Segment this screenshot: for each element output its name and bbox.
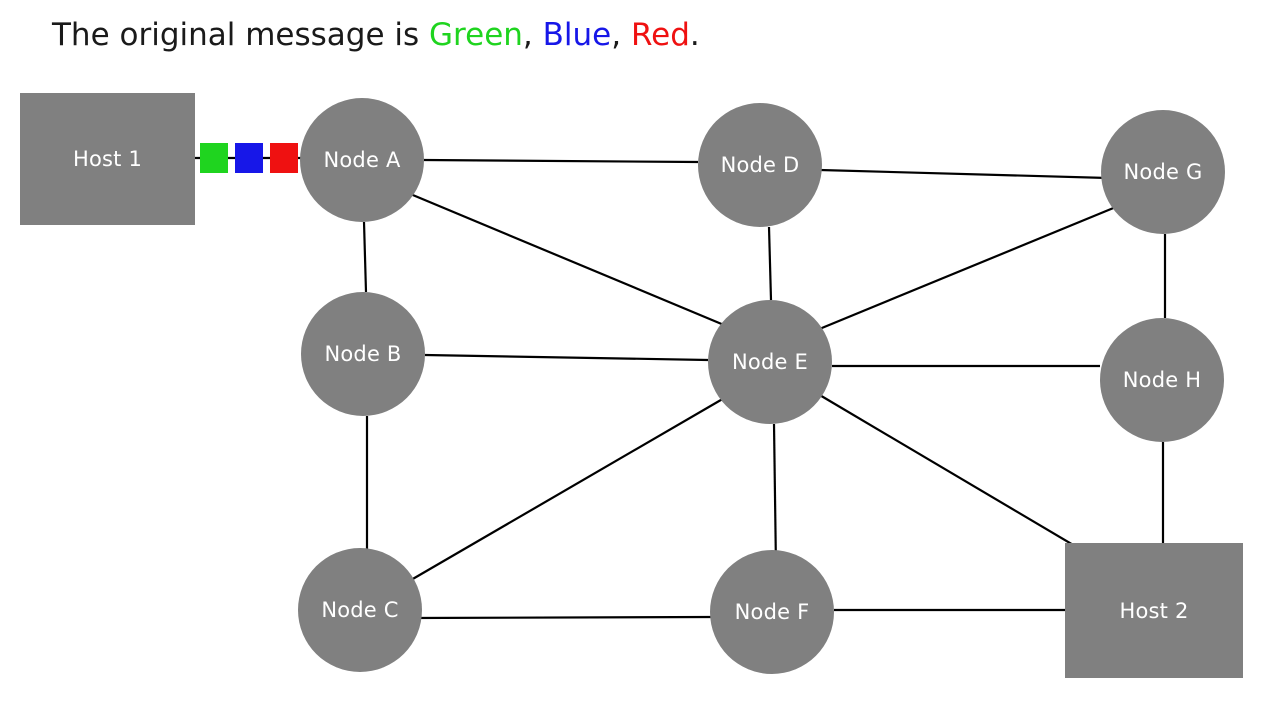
edge-a-b: [362, 221, 368, 293]
node-host2[interactable]: Host 2: [1065, 543, 1243, 678]
node-d[interactable]: Node D: [698, 103, 822, 227]
node-label-b: Node B: [324, 342, 402, 366]
packet-red[interactable]: [270, 143, 298, 173]
node-host1[interactable]: Host 1: [20, 93, 195, 225]
node-label-host2: Host 2: [1119, 598, 1189, 623]
node-b[interactable]: Node B: [301, 292, 425, 416]
node-f[interactable]: Node F: [710, 550, 834, 674]
title-segment-plain-6: .: [689, 17, 700, 53]
node-label-a: Node A: [323, 148, 401, 172]
edge-d-e: [767, 226, 773, 301]
node-label-host1: Host 1: [72, 147, 143, 171]
node-label-e: Node E: [732, 350, 808, 374]
node-label-d: Node D: [720, 153, 800, 177]
node-e[interactable]: Node E: [708, 300, 832, 424]
node-label-f: Node F: [734, 600, 810, 624]
title-segment-green-1: Green: [429, 17, 523, 53]
node-h[interactable]: Node H: [1100, 318, 1224, 442]
edge-e-g: [816, 200, 1129, 332]
title-segment-blue-3: Blue: [542, 17, 612, 53]
edge-d-g: [819, 168, 1109, 180]
node-a[interactable]: Node A: [300, 98, 424, 222]
edge-e-f: [772, 423, 778, 569]
node-label-h: Node H: [1122, 368, 1202, 392]
node-label-g: Node G: [1123, 160, 1203, 184]
title-segment-plain-0: The original message is: [52, 17, 430, 53]
edge-e-host2: [817, 393, 1103, 563]
packet-green[interactable]: [200, 143, 228, 173]
node-g[interactable]: Node G: [1101, 110, 1225, 234]
title-segment-red-5: Red: [630, 17, 690, 53]
edge-c-f: [411, 615, 713, 620]
edge-c-e: [410, 396, 727, 581]
node-label-c: Node C: [321, 598, 399, 622]
edge-a-e: [407, 191, 725, 327]
edge-a-d: [423, 158, 699, 164]
node-c[interactable]: Node C: [298, 548, 422, 672]
title-segment-plain-4: ,: [611, 17, 631, 53]
title-segment-plain-2: ,: [522, 17, 543, 53]
packet-blue[interactable]: [235, 143, 263, 173]
page-title: The original message is Green, Blue, Red…: [52, 18, 700, 52]
edge-b-e: [424, 353, 709, 362]
